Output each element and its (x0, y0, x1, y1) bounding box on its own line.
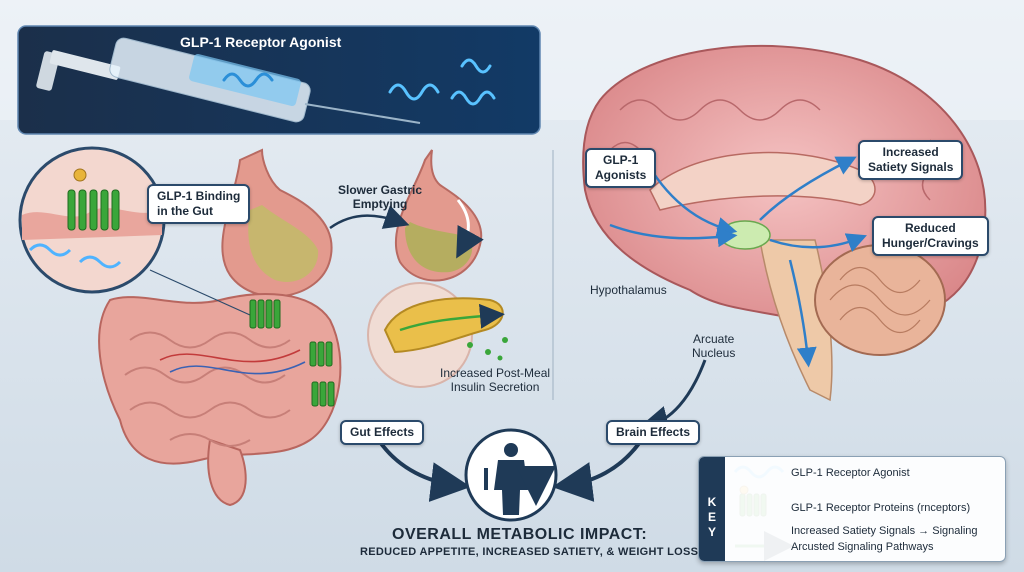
glp1-agonists-label: GLP-1 Agonists (585, 148, 657, 188)
gut-effects-arrow (378, 440, 471, 502)
brain-effects-arrow (552, 440, 642, 502)
slower-gastric-label: Slower Gastric Emptying (338, 183, 423, 211)
human-silhouette-icon (464, 428, 556, 522)
intestines-illustration (98, 293, 342, 507)
receptor-protein-icon (67, 168, 335, 407)
slow-emptying-stomach (394, 149, 484, 282)
arcuate-nucleus-label: Arcuate Nucleus (692, 332, 736, 360)
cerebellum-illustration (814, 244, 946, 356)
syringe-icon (36, 37, 421, 124)
intestine-coils (124, 331, 291, 447)
gut-effects-label: Gut Effects (340, 420, 425, 445)
key-tab (699, 457, 725, 561)
key-item-agonist: GLP-1 Receptor Agonist (791, 467, 910, 479)
key-title: KEY (705, 495, 719, 540)
header-title: GLP-1 Receptor Agonist (180, 34, 342, 50)
overall-subtitle: REDUCED APPETITE, INCREASED SATIETY, & W… (360, 546, 699, 558)
stomach-illustration (221, 148, 333, 298)
pancreas-illustration (367, 282, 508, 388)
hypothalamus-label: Hypothalamus (590, 283, 667, 297)
key-item-pathways: Arcusted Signaling Pathways (791, 541, 934, 553)
key-item-receptor: GLP-1 Receptor Proteins (rnceptors) (791, 502, 971, 514)
glp1-binding-gut-label: GLP-1 Binding in the Gut (147, 184, 251, 224)
gut-to-stomach-arrow (329, 205, 410, 230)
key-item-satiety: Increased Satiety Signals → Signaling (791, 525, 978, 537)
reduced-hunger-label: Reduced Hunger/Cravings (872, 216, 989, 256)
blood-vessels (159, 349, 306, 375)
increased-satiety-label: Increased Satiety Signals (858, 140, 964, 180)
key-panel: KEY GLP-1 Receptor Agonist GLP-1 Recepto… (698, 456, 1006, 562)
brain-effects-label: Brain Effects (606, 420, 701, 445)
glp1-peptide-icon (222, 58, 496, 106)
increased-insulin-label: Increased Post-Meal Insulin Secretion (440, 366, 551, 394)
syringe-header-panel (17, 25, 541, 135)
overall-title: OVERALL METABOLIC IMPACT: (392, 526, 648, 543)
